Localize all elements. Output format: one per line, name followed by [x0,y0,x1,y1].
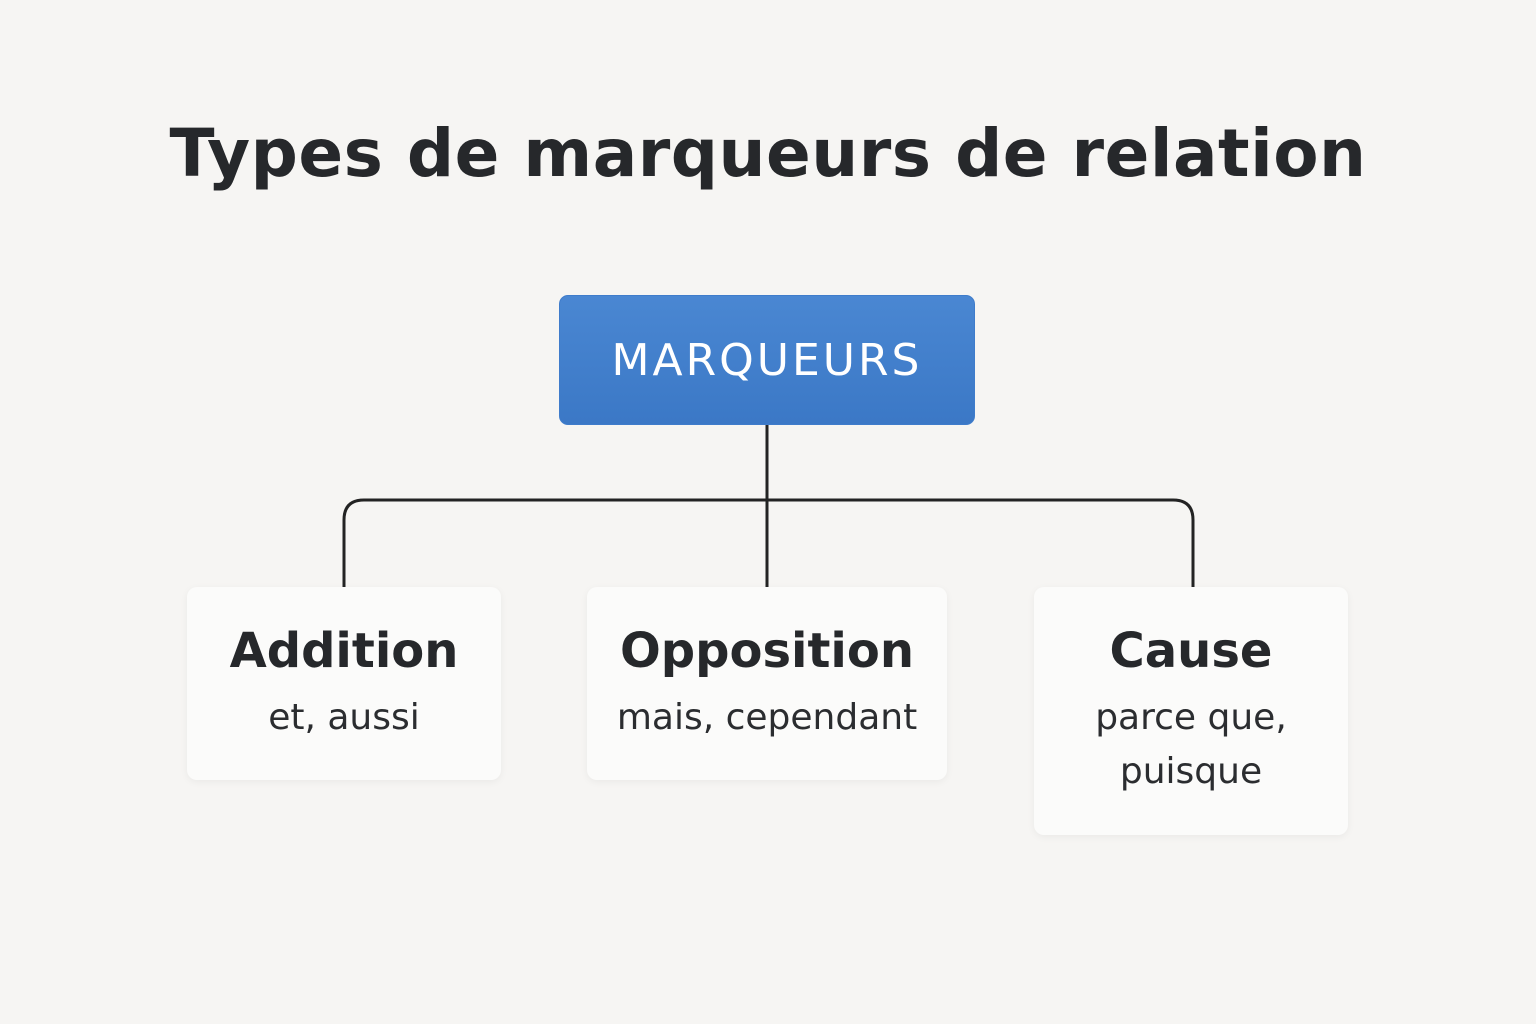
child-node-title: Addition [229,623,459,679]
connector-horizontal-right [767,498,1195,587]
child-node-opposition: Opposition mais, cependant [587,587,947,780]
child-node-examples: et, aussi [268,697,420,738]
child-node-title: Cause [1109,623,1273,679]
child-node-examples: mais, cependant [616,697,918,738]
child-node-addition: Addition et, aussi [187,587,501,780]
child-node-title: Opposition [619,623,915,679]
root-node: MARQUEURS [559,295,975,425]
child-node-cause: Cause parce que, puisque [1034,587,1348,835]
child-node-examples: parce que, puisque [1095,697,1287,792]
page-title: Types de marqueurs de relation [169,115,1367,192]
connector-horizontal-left [342,498,767,587]
root-node-label: MARQUEURS [611,334,923,386]
